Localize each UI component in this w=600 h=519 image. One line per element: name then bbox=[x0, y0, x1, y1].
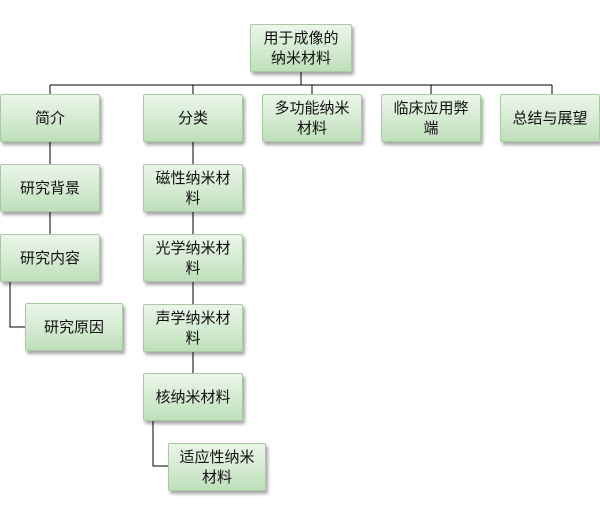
child-node-research-content: 研究内容 bbox=[0, 234, 100, 282]
child-node-acoustic-nanomaterials: 声学纳米材 料 bbox=[143, 304, 243, 352]
branch-node-summary: 总结与展望 bbox=[500, 94, 600, 142]
child-node-optical-nanomaterials: 光学纳米材 料 bbox=[143, 234, 243, 282]
classification-elbow-line bbox=[152, 421, 168, 467]
branch-node-intro: 简介 bbox=[0, 94, 100, 142]
branch-node-multifunctional: 多功能纳米 材料 bbox=[262, 94, 362, 142]
branch-node-clinical-drawbacks: 临床应用弊 端 bbox=[381, 94, 481, 142]
intro-elbow-line bbox=[9, 282, 25, 328]
branch-node-classification: 分类 bbox=[143, 94, 243, 142]
grandchild-node-research-reason: 研究原因 bbox=[25, 303, 123, 351]
child-node-magnetic-nanomaterials: 磁性纳米材 料 bbox=[143, 164, 243, 212]
root-node: 用于成像的 纳米材料 bbox=[250, 24, 352, 72]
grandchild-node-adaptive-nanomaterials: 适应性纳米 材料 bbox=[168, 443, 266, 491]
child-node-research-background: 研究背景 bbox=[0, 164, 100, 212]
child-node-nuclear-nanomaterials: 核纳米材料 bbox=[143, 373, 243, 421]
